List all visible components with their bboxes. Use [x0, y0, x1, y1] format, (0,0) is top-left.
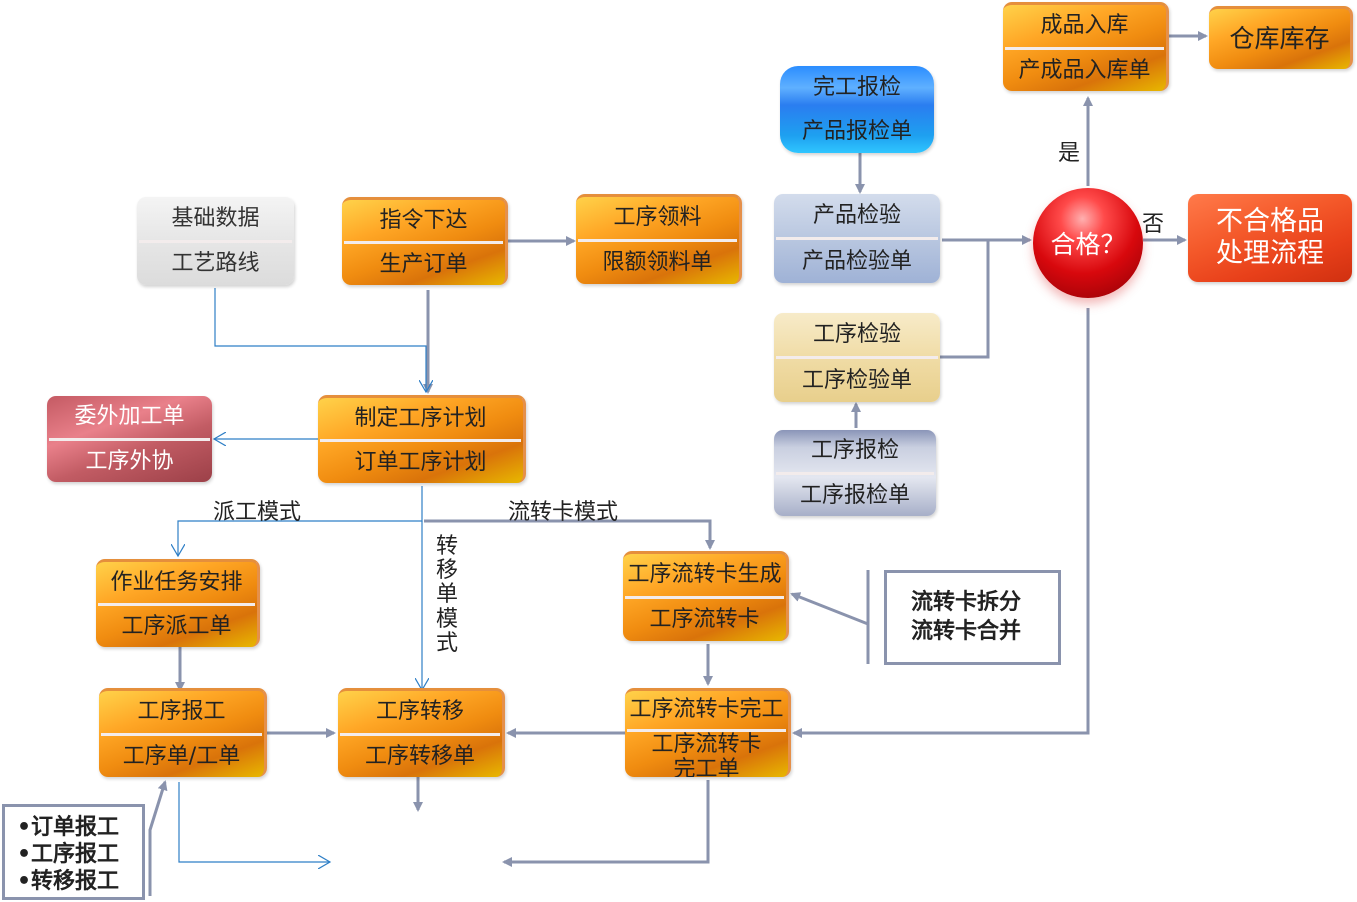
node-outsource[interactable]: 委外加工单 工序外协	[47, 396, 212, 482]
link-card-ops-to-gen	[790, 592, 869, 626]
node-transfer-title: 工序转移	[375, 699, 464, 725]
node-warehouse-in[interactable]: 成品入库 产成品入库单	[1003, 2, 1169, 91]
label-transfer-mode: 转移单模式	[435, 534, 458, 656]
node-process-report-inspect-doc: 工序报检单	[799, 482, 910, 508]
node-work-report[interactable]: 工序报工 工序单/工单	[99, 688, 267, 777]
label-card-mode: 流转卡模式	[508, 500, 619, 525]
node-card-gen-title: 工序流转卡生成	[627, 562, 782, 588]
node-task-arrange-doc: 工序派工单	[121, 613, 232, 639]
divider	[776, 356, 938, 359]
node-card-done-doc-line2: 完工单	[673, 757, 740, 777]
box-report-types-item: •转移报工	[17, 868, 120, 894]
node-nonconforming-line1: 不合格品	[1216, 205, 1324, 237]
node-material-doc: 限额领料单	[602, 250, 713, 276]
node-inventory[interactable]: 仓库库存	[1209, 6, 1353, 69]
node-process-plan[interactable]: 制定工序计划 订单工序计划	[318, 395, 526, 483]
box-card-ops: 流转卡拆分 流转卡合并	[884, 570, 1061, 665]
node-order-issue-title: 指令下达	[379, 207, 468, 233]
node-process-report-inspect[interactable]: 工序报检 工序报检单	[774, 430, 936, 516]
box-card-ops-item: 流转卡拆分	[911, 590, 1022, 615]
node-basic-data[interactable]: 基础数据 工艺路线	[137, 197, 294, 285]
decision-qualified-label: 合格？	[1050, 230, 1126, 259]
node-nonconforming-label: 不合格品 处理流程	[1188, 194, 1352, 282]
label-no: 否	[1142, 212, 1165, 237]
divider	[1005, 46, 1164, 50]
box-report-types-item: •工序报工	[17, 841, 120, 867]
node-card-done-doc-line1: 工序流转卡	[651, 732, 762, 757]
node-order-issue[interactable]: 指令下达 生产订单	[342, 197, 508, 285]
node-completion-inspect-doc: 产品报检单	[801, 118, 912, 144]
node-card-gen[interactable]: 工序流转卡生成 工序流转卡	[623, 551, 789, 641]
divider	[625, 596, 784, 599]
node-process-inspect-doc: 工序检验单	[801, 367, 912, 393]
link-qualified-to-card-done	[792, 308, 1090, 738]
link-card-mode	[424, 519, 715, 550]
node-outsource-title: 委外加工单	[74, 404, 185, 430]
divider	[139, 239, 292, 243]
divider	[340, 732, 500, 736]
box-report-types: •订单报工 •工序报工 •转移报工	[2, 804, 145, 900]
box-card-ops-item: 流转卡合并	[911, 618, 1022, 644]
node-completion-inspect-title: 完工报检	[812, 75, 901, 101]
link-report-down	[178, 782, 330, 862]
node-outsource-doc: 工序外协	[85, 448, 174, 474]
node-warehouse-in-doc: 产成品入库单	[1018, 57, 1151, 83]
label-dispatch-mode: 派工模式	[213, 500, 302, 525]
node-nonconforming[interactable]: 不合格品 处理流程	[1188, 194, 1352, 282]
node-card-gen-doc: 工序流转卡	[649, 607, 760, 633]
divider	[627, 729, 786, 732]
node-basic-data-title: 基础数据	[171, 205, 260, 231]
node-warehouse-in-title: 成品入库	[1040, 13, 1129, 39]
node-work-report-doc: 工序单/工单	[122, 743, 241, 769]
divider	[578, 239, 737, 242]
node-product-inspect-title: 产品检验	[812, 202, 901, 228]
link-dispatch-mode	[178, 486, 423, 556]
node-process-plan-doc: 订单工序计划	[354, 449, 487, 475]
node-task-arrange[interactable]: 作业任务安排 工序派工单	[96, 559, 260, 647]
node-work-report-title: 工序报工	[137, 699, 226, 725]
node-process-plan-title: 制定工序计划	[354, 405, 487, 431]
link-report-types-to-report	[148, 780, 168, 896]
node-nonconforming-line2: 处理流程	[1216, 238, 1324, 269]
divider	[776, 237, 938, 240]
link-process-inspect-to-qualified	[940, 240, 990, 359]
divider	[101, 732, 262, 736]
node-card-done[interactable]: 工序流转卡完工 工序流转卡 完工单	[625, 688, 791, 777]
node-order-issue-doc: 生产订单	[379, 251, 468, 277]
link-basic-to-plan	[214, 288, 426, 392]
label-yes: 是	[1058, 141, 1081, 166]
node-process-report-inspect-title: 工序报检	[810, 438, 899, 464]
node-process-inspect-title: 工序检验	[812, 321, 901, 347]
divider	[344, 241, 503, 244]
node-transfer[interactable]: 工序转移 工序转移单	[338, 688, 505, 777]
node-card-done-title: 工序流转卡完工	[629, 697, 784, 723]
node-basic-data-doc: 工艺路线	[171, 251, 260, 277]
divider	[776, 471, 934, 475]
node-transfer-doc: 工序转移单	[364, 743, 475, 769]
link-card-done-down	[502, 780, 710, 867]
node-product-inspect[interactable]: 产品检验 产品检验单	[774, 194, 940, 283]
node-completion-inspect[interactable]: 完工报检 产品报检单	[780, 66, 934, 153]
decision-qualified[interactable]: 合格？	[1033, 188, 1143, 298]
box-report-types-item: •订单报工	[17, 815, 120, 840]
node-product-inspect-doc: 产品检验单	[801, 248, 912, 274]
node-material-title: 工序领料	[613, 205, 702, 231]
divider	[320, 439, 521, 442]
divider	[49, 437, 210, 441]
node-material[interactable]: 工序领料 限额领料单	[576, 194, 742, 284]
node-inventory-label: 仓库库存	[1229, 23, 1330, 53]
divider	[98, 603, 255, 606]
node-task-arrange-title: 作业任务安排	[110, 569, 243, 595]
node-process-inspect[interactable]: 工序检验 工序检验单	[774, 313, 940, 402]
node-card-done-doc: 工序流转卡 完工单	[625, 732, 788, 777]
